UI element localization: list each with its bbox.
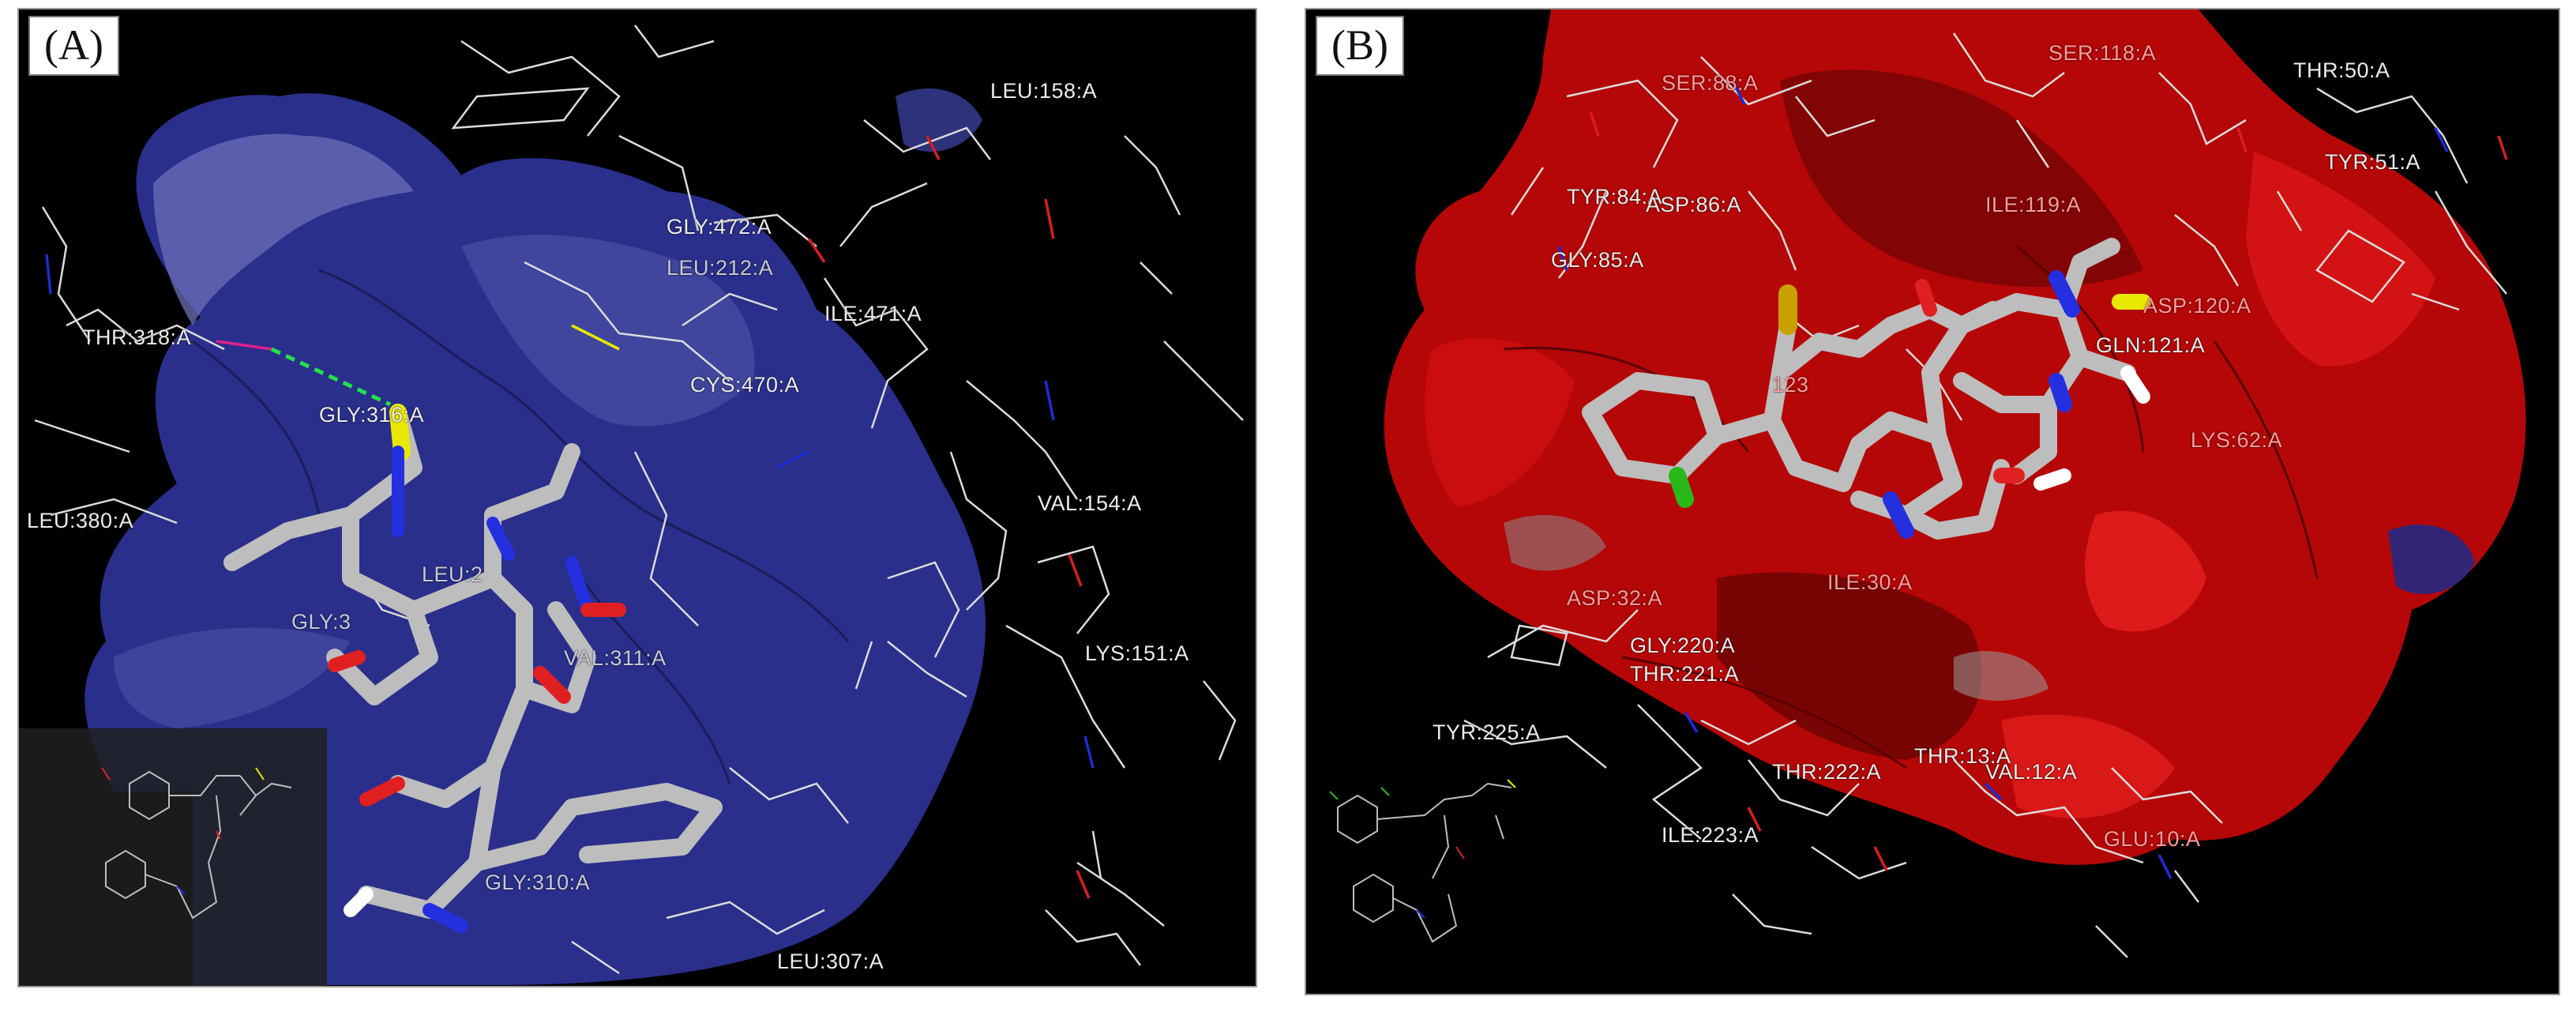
residue-label: ILE:471:A — [824, 302, 922, 325]
panel-a-scene — [19, 24, 1244, 986]
binding-pocket-surface — [1384, 9, 2526, 865]
residue-label: LEU:158:A — [990, 79, 1098, 103]
ligand-2d-structure — [1337, 782, 1512, 943]
residue-label: TYR:51:A — [2325, 150, 2421, 174]
ligand-sticks — [1582, 238, 2151, 540]
residue-label: GLY:316:A — [319, 403, 425, 427]
residue-label: VAL:311:A — [564, 646, 667, 670]
residue-label: ASP:32:A — [1567, 586, 1663, 610]
ligand-sticks — [223, 404, 723, 933]
surface-shade — [2246, 152, 2435, 367]
residue-label: ASP:86:A — [1646, 193, 1742, 216]
residue-wireframes — [34, 24, 1244, 975]
surface-shade — [1425, 337, 1575, 507]
surface-grey-patch — [1504, 515, 1606, 571]
residue-label: SER:118:A — [2048, 41, 2157, 65]
residue-label: THR:222:A — [1772, 760, 1882, 784]
residue-label: GLY:220:A — [1630, 634, 1736, 657]
surface-highlight — [114, 627, 351, 728]
residue-wireframes — [1463, 32, 2507, 958]
residue-label: ILE:223:A — [1662, 823, 1759, 847]
surface-shade — [2001, 714, 2175, 818]
residue-label: ASP:120:A — [2143, 294, 2251, 318]
residue-label: GLY:85:A — [1551, 248, 1644, 272]
residue-label: 123 — [1772, 373, 1809, 397]
ligand-2d-structure — [105, 770, 292, 920]
residue-label: THR:318:A — [82, 325, 192, 349]
residue-label: THR:13:A — [1914, 744, 2011, 768]
residue-label: SER:88:A — [1662, 71, 1759, 95]
residue-label: LEU:2 — [422, 562, 483, 586]
residue-label: GLY:3 — [291, 610, 351, 634]
residue-label: GLY:310:A — [485, 871, 591, 894]
surface-highlight — [153, 134, 414, 325]
panel-label: (B) — [1316, 16, 1404, 76]
residue-label: THR:221:A — [1630, 662, 1740, 686]
panel-label: (A) — [28, 16, 119, 76]
residue-label: GLU:10:A — [2104, 827, 2201, 851]
ligand-2d-heteroatoms — [101, 767, 265, 895]
surface-highlight — [461, 235, 755, 427]
residue-label: TYR:225:A — [1433, 720, 1541, 744]
hydrogen-bond — [270, 347, 392, 407]
residue-colored-bonds — [45, 135, 1095, 899]
residue-label: VAL:154:A — [1038, 491, 1142, 515]
residue-label: TYR:84:A — [1567, 185, 1663, 209]
residue-label: GLN:121:A — [2096, 333, 2206, 357]
residue-label: GLY:472:A — [667, 215, 772, 239]
residue-label: LYS:151:A — [1085, 641, 1189, 665]
panel-b-scene — [1329, 9, 2526, 958]
residue-label: LEU:307:A — [777, 950, 884, 973]
surface-edge-lines — [1503, 245, 2319, 769]
surface-shade — [1780, 70, 2143, 288]
residue-label: THR:50:A — [2293, 58, 2390, 82]
residue-colored-bonds — [1557, 80, 2508, 879]
surface-shade — [2085, 510, 2206, 632]
surface-shade — [1717, 572, 1982, 760]
panel-b-docking-view: (B) SER:88:A SER:118:A THR:50:A TYR:51:A… — [1305, 8, 2560, 995]
ligand-2d-inset-bg — [19, 728, 327, 986]
surface-blue-patch — [2388, 525, 2475, 594]
residue-label: CYS:470:A — [690, 373, 800, 397]
residue-label: LEU:380:A — [27, 509, 134, 532]
residue-label: ILE:119:A — [1985, 193, 2082, 216]
small-surface-patch — [896, 88, 982, 152]
surface-grey-patch — [1954, 651, 2048, 701]
panel-a-docking-view: (A) LEU:158:A GLY:472:A LEU:212:A ILE:47… — [17, 8, 1257, 987]
residue-label: LYS:62:A — [2191, 428, 2283, 452]
residue-label: ILE:30:A — [1827, 570, 1913, 594]
residue-label: VAL:12:A — [1985, 760, 2078, 784]
residue-label: LEU:212:A — [667, 256, 774, 280]
ligand-2d-heteroatoms — [1329, 779, 1516, 919]
